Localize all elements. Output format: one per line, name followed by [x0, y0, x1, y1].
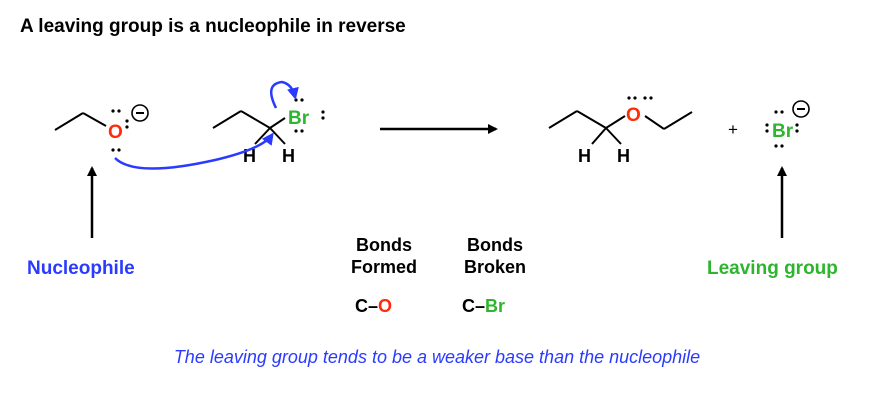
bond-breaking-arrow: [269, 80, 299, 109]
nucleophile-label: Nucleophile: [27, 258, 135, 279]
footnote: The leaving group tends to be a weaker b…: [173, 347, 701, 367]
ethoxide-molecule: O: [54, 104, 149, 152]
bond-broken-value: C–Br: [462, 296, 505, 317]
bromide-atom: Br: [772, 121, 794, 142]
bromide-negative-charge: [792, 100, 810, 118]
substrate-hydrogen-right: H: [282, 146, 295, 166]
bond-broken-bromine: Br: [485, 296, 506, 316]
bond-broken-dash: –: [475, 296, 486, 316]
ethoxide-negative-charge: [131, 104, 149, 122]
ether-product-molecule: O H H: [548, 96, 693, 166]
bond-formed-carbon: C: [355, 296, 368, 316]
propyl-bromide-molecule: H H Br: [212, 98, 325, 166]
substrate-bromine: Br: [288, 108, 310, 129]
leaving-group-label: Leaving group: [707, 258, 838, 279]
bond-formed-value: C–O: [355, 296, 392, 317]
bonds-formed-line1: Bonds: [356, 235, 412, 255]
product-oxygen: O: [626, 105, 641, 126]
bond-broken-carbon: C: [462, 296, 475, 316]
bromide-ion: Br: [765, 100, 810, 148]
page-title: A leaving group is a nucleophile in reve…: [20, 16, 406, 37]
bond-formed-dash: –: [368, 296, 379, 316]
product-hydrogen-left: H: [578, 146, 591, 166]
nucleophilic-attack-arrow: [114, 132, 274, 170]
plus-sign: +: [728, 120, 738, 139]
bonds-formed-line2: Formed: [350, 257, 417, 277]
bonds-broken-heading: Bonds Broken: [440, 234, 550, 278]
bonds-broken-line2: Broken: [463, 257, 526, 277]
bonds-formed-heading: Bonds Formed: [334, 234, 434, 278]
product-hydrogen-right: H: [617, 146, 630, 166]
bond-formed-oxygen: O: [378, 296, 393, 316]
ethoxide-oxygen: O: [108, 122, 123, 143]
bonds-broken-line1: Bonds: [467, 235, 523, 255]
